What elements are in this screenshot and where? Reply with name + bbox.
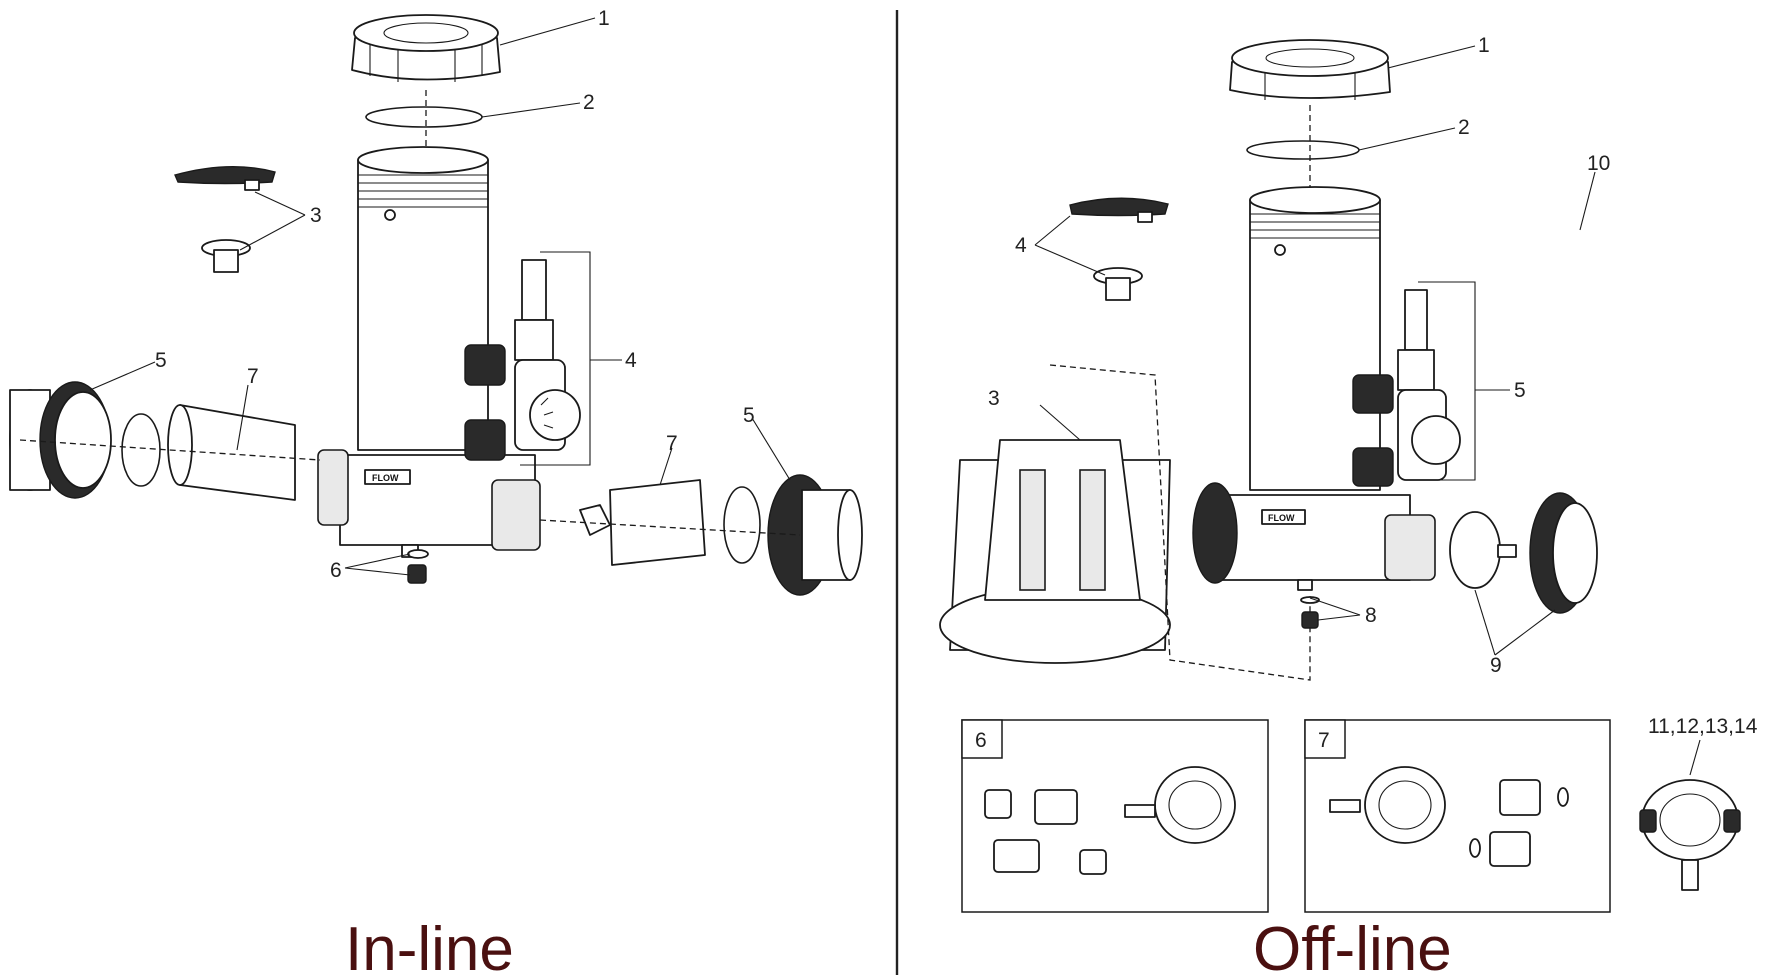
inset-7-label: 7	[1318, 729, 1330, 752]
offline-callout-10: 10	[1587, 152, 1610, 175]
offline-tube-inner	[1470, 200, 1670, 273]
inline-oring	[365, 106, 483, 128]
offline-callout-8: 8	[1365, 604, 1377, 627]
offline-callout-2: 2	[1458, 116, 1470, 139]
offline-panel: FLOW	[939, 34, 1758, 979]
offline-cap	[1229, 39, 1391, 100]
inline-callout-7a: 7	[247, 365, 259, 388]
inline-valve	[464, 259, 581, 461]
inline-callout-6: 6	[330, 559, 342, 582]
inline-caption: In-line	[345, 915, 514, 979]
offline-inset-7: 7	[1304, 719, 1611, 913]
inline-basket-parts	[174, 165, 276, 273]
offline-callout-9: 9	[1490, 654, 1502, 677]
inline-flow-label: FLOW	[372, 473, 399, 483]
offline-callout-3: 3	[988, 387, 1000, 410]
inline-callout-5b: 5	[743, 404, 755, 427]
inline-callout-3: 3	[310, 204, 322, 227]
inline-left-fittings	[9, 381, 321, 501]
offline-stand	[939, 439, 1171, 664]
offline-drain-plug	[1300, 596, 1320, 629]
offline-callout-1: 1	[1478, 34, 1490, 57]
offline-body: FLOW	[1192, 186, 1436, 591]
offline-callout-11-14: 11,12,13,14	[1648, 715, 1758, 738]
offline-caption: Off-line	[1253, 915, 1452, 979]
inline-callout-5a: 5	[155, 349, 167, 372]
offline-callout-5: 5	[1514, 379, 1526, 402]
offline-fittings	[1449, 492, 1598, 614]
offline-inset-6: 6	[961, 719, 1269, 913]
offline-oring	[1246, 140, 1360, 160]
offline-callout-4: 4	[1015, 234, 1027, 257]
offline-flow-label: FLOW	[1268, 513, 1295, 523]
inline-drain-plug	[407, 549, 429, 584]
offline-leaders	[1034, 45, 1596, 656]
inset-6-label: 6	[975, 729, 987, 752]
offline-basket-parts	[1069, 197, 1169, 301]
offline-saddle-clamp	[1639, 739, 1741, 891]
offline-valve	[1352, 289, 1461, 487]
inline-panel: FLOW	[9, 7, 863, 979]
inline-leaders	[89, 17, 791, 576]
inline-callout-1: 1	[598, 7, 610, 30]
inline-callout-2: 2	[583, 91, 595, 114]
inline-callout-7b: 7	[666, 432, 678, 455]
inline-cap	[351, 14, 501, 82]
inline-body: FLOW	[317, 146, 541, 558]
inline-callout-4: 4	[625, 349, 637, 372]
inline-right-fittings	[539, 474, 863, 596]
